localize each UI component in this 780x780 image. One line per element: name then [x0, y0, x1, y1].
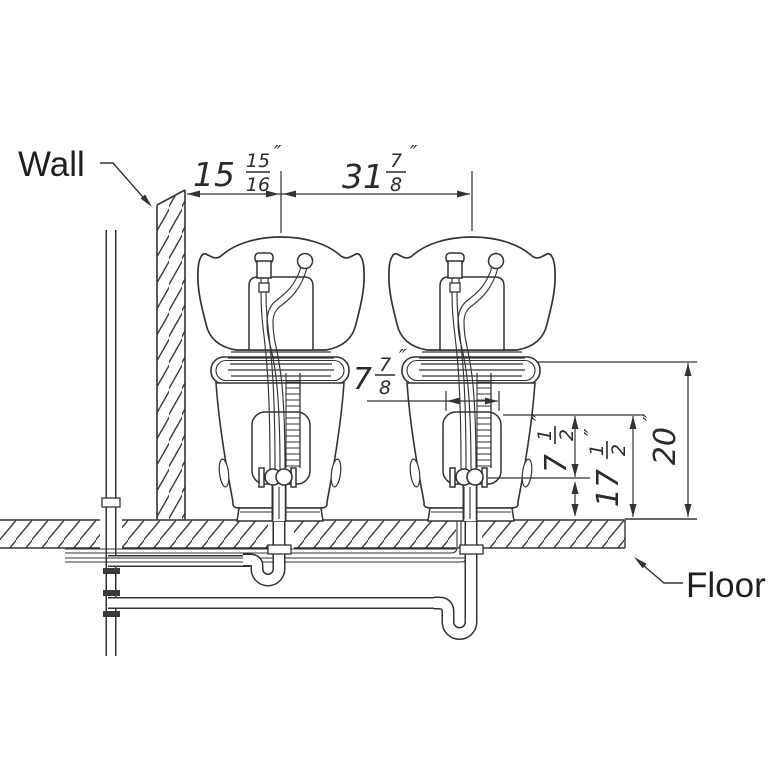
dim-unit: ″ — [274, 141, 282, 165]
dim-whole: 7 — [353, 362, 372, 397]
dim-numerator: 7 — [390, 150, 402, 172]
dimension-lines — [187, 171, 697, 517]
wall-label: Wall — [18, 145, 85, 184]
dim-unit: ″ — [580, 428, 604, 436]
wall-leader — [100, 162, 152, 207]
dim-text-access-panel-width: 7 7 8 ″ — [353, 345, 407, 399]
floor-section — [0, 518, 697, 549]
panel-width-extension-ticks — [445, 391, 500, 411]
dim-whole: 15 — [193, 155, 235, 194]
dim-denominator: 2 — [608, 444, 630, 456]
dimension-arrowheads — [187, 190, 692, 517]
floor-label: Floor — [686, 566, 766, 605]
p-trap-first — [243, 512, 286, 587]
dim-denominator: 2 — [556, 429, 578, 441]
dim-whole: 20 — [648, 427, 683, 465]
dim-text-panel-top-to-valve: 7 1 2 ″ — [528, 413, 578, 473]
dim-numerator: 1 — [586, 444, 608, 456]
dim-whole: 17 — [591, 469, 626, 507]
dim-text-bowl-center-to-center: 31 7 8 ″ — [342, 141, 418, 196]
dim-numerator: 1 — [534, 429, 556, 441]
floor-leader — [634, 557, 683, 584]
dim-unit: ″ — [410, 141, 418, 165]
dim-denominator: 8 — [390, 174, 402, 196]
dim-denominator: 8 — [379, 377, 391, 399]
dim-text-wall-to-first-bowl-center: 15 15 16 ″ — [193, 141, 282, 196]
shampoo-unit-1 — [198, 237, 364, 521]
dim-numerator: 7 — [379, 354, 391, 376]
p-trap-second — [434, 512, 478, 640]
dim-whole: 7 — [539, 454, 574, 473]
dim-text-panel-top-to-floor: 17 1 2 ″ — [580, 428, 630, 507]
dim-unit: ″ — [399, 345, 407, 369]
top-extension-lines — [280, 171, 473, 233]
dim-numerator: 15 — [246, 150, 270, 172]
pipe-couplings — [101, 497, 484, 617]
dim-text-pedestal-top-to-floor: 20 ″ — [639, 413, 683, 465]
dim-unit: ″ — [528, 413, 552, 421]
dim-unit: ″ — [639, 413, 663, 421]
dim-denominator: 16 — [246, 174, 270, 196]
floor-leader-arrow-icon — [634, 557, 647, 569]
wall-section — [156, 189, 186, 520]
wall-leader-arrow-icon — [140, 194, 152, 207]
dim-whole: 31 — [342, 157, 384, 196]
